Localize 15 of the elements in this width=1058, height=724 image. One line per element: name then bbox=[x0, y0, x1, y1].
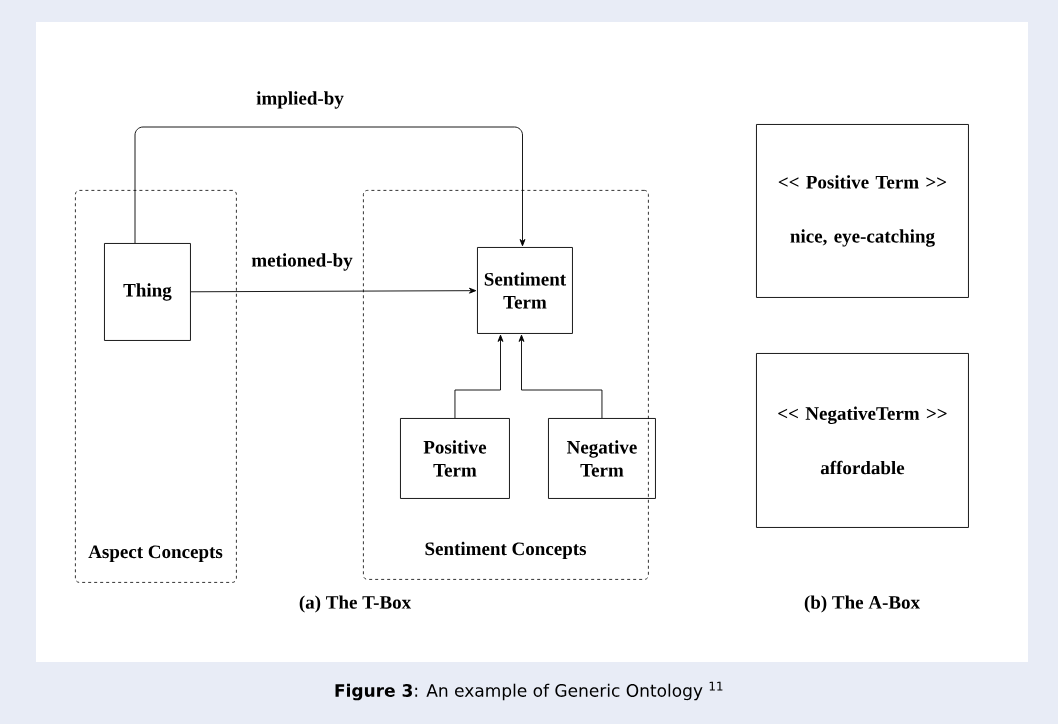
panel-label: (b) The A-Box bbox=[804, 595, 920, 613]
edge-label: implied-by bbox=[254, 89, 346, 111]
instance-box: << Positive Term >> nice, eye-catching bbox=[756, 124, 969, 298]
concept-box: Sentiment Term bbox=[477, 247, 573, 334]
panel-label: (a) The T-Box bbox=[299, 595, 412, 613]
instance-box: << NegativeTerm >> affordable bbox=[756, 353, 969, 528]
figure-caption: Figure 3: An example of Generic Ontology $^{11}$ bbox=[335, 681, 723, 701]
edge-label: metioned-by bbox=[249, 251, 355, 273]
arrow bbox=[190, 287, 477, 294]
arrow bbox=[454, 334, 504, 419]
concept-box: Negative Term bbox=[548, 418, 656, 499]
concept-box: Thing bbox=[104, 243, 191, 341]
concept-box: Positive Term bbox=[400, 418, 510, 499]
arrow bbox=[518, 334, 603, 419]
arrow bbox=[134, 126, 526, 247]
